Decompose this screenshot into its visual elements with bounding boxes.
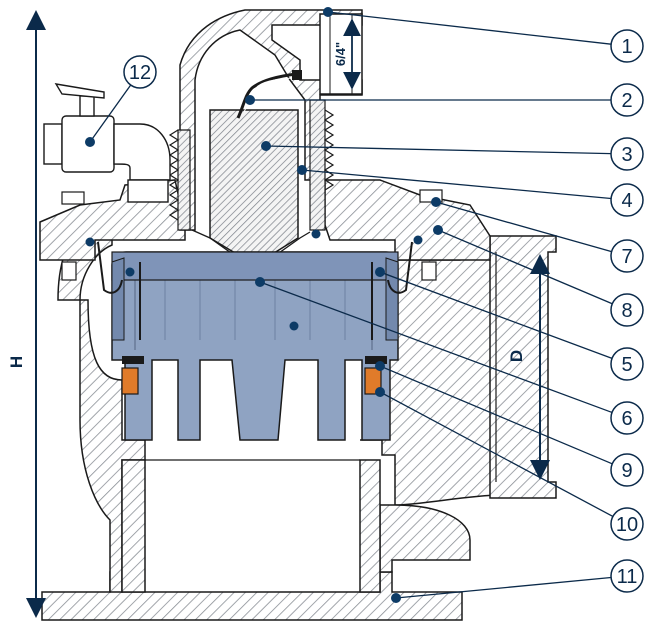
leader-dot-10 [375,387,385,397]
callout-5: 5 [610,347,644,381]
callout-circle [610,29,644,63]
leader-dot-6 [255,277,265,287]
reference-dot [311,229,321,239]
leader-dot-7 [431,197,441,207]
callout-number: 11 [617,566,638,588]
main-float [97,241,413,441]
callout-number: 3 [621,144,632,166]
leader-dot-12 [85,137,95,147]
leader-line-4 [301,169,612,200]
callout-3: 3 [610,137,644,171]
reference-dot [85,237,95,247]
callout-circle [123,55,157,89]
callout-number: 12 [129,62,151,84]
callout-number: 5 [621,354,632,376]
height-label: H [7,356,26,368]
leader-line-11 [395,576,612,599]
leader-dot-1 [323,7,333,17]
callout-12: 12 [123,55,157,89]
callout-circle [610,347,644,381]
leader-dot-4 [297,165,307,175]
callout-6: 6 [610,401,644,435]
callout-number: 10 [616,514,638,536]
leader-line-1 [327,11,612,45]
callout-leaders [85,7,614,603]
callout-number: 8 [621,300,632,322]
callout-number: 9 [621,460,632,482]
leader-line-8 [437,229,613,305]
leader-dot-9 [375,361,385,371]
leader-line-9 [379,365,613,465]
leader-line-6 [259,281,613,414]
callout-7: 7 [610,239,644,273]
valve-body [39,179,557,621]
callout-circle [610,239,644,273]
callout-circle [610,293,644,327]
reference-dot [289,321,299,331]
callout-circle [610,507,644,541]
leader-dot-5 [375,267,385,277]
callout-circle [610,183,644,217]
callout-1: 1 [610,29,644,63]
leader-line-12 [89,84,132,143]
leader-line-3 [265,145,612,155]
leader-line-7 [435,201,612,253]
callout-10: 10 [610,507,644,541]
callout-4: 4 [610,183,644,217]
thread-label: 6/4" [333,42,348,66]
callout-number: 6 [621,408,632,430]
leader-line-5 [379,271,613,360]
diameter-label: D [507,350,526,362]
ball-valve-assembly [43,83,171,203]
air-float [191,109,311,271]
leader-dot-11 [391,593,401,603]
leader-dot-3 [261,141,271,151]
callout-circle [610,401,644,435]
callout-8: 8 [610,293,644,327]
callout-circle [610,559,644,593]
reference-dot [413,235,423,245]
callout-circle [610,137,644,171]
callout-2: 2 [610,83,644,117]
callout-number: 7 [621,246,632,268]
callout-number: 2 [621,90,632,112]
callout-number: 1 [621,36,632,58]
guide-seals [121,356,387,395]
callout-number: 4 [621,190,632,212]
callout-9: 9 [610,453,644,487]
reference-dot [125,267,135,277]
leader-line-10 [379,391,614,518]
callout-circle [610,453,644,487]
callout-11: 11 [610,559,644,593]
callout-circle [610,83,644,117]
leader-dot-2 [245,95,255,105]
leader-dot-8 [433,225,443,235]
